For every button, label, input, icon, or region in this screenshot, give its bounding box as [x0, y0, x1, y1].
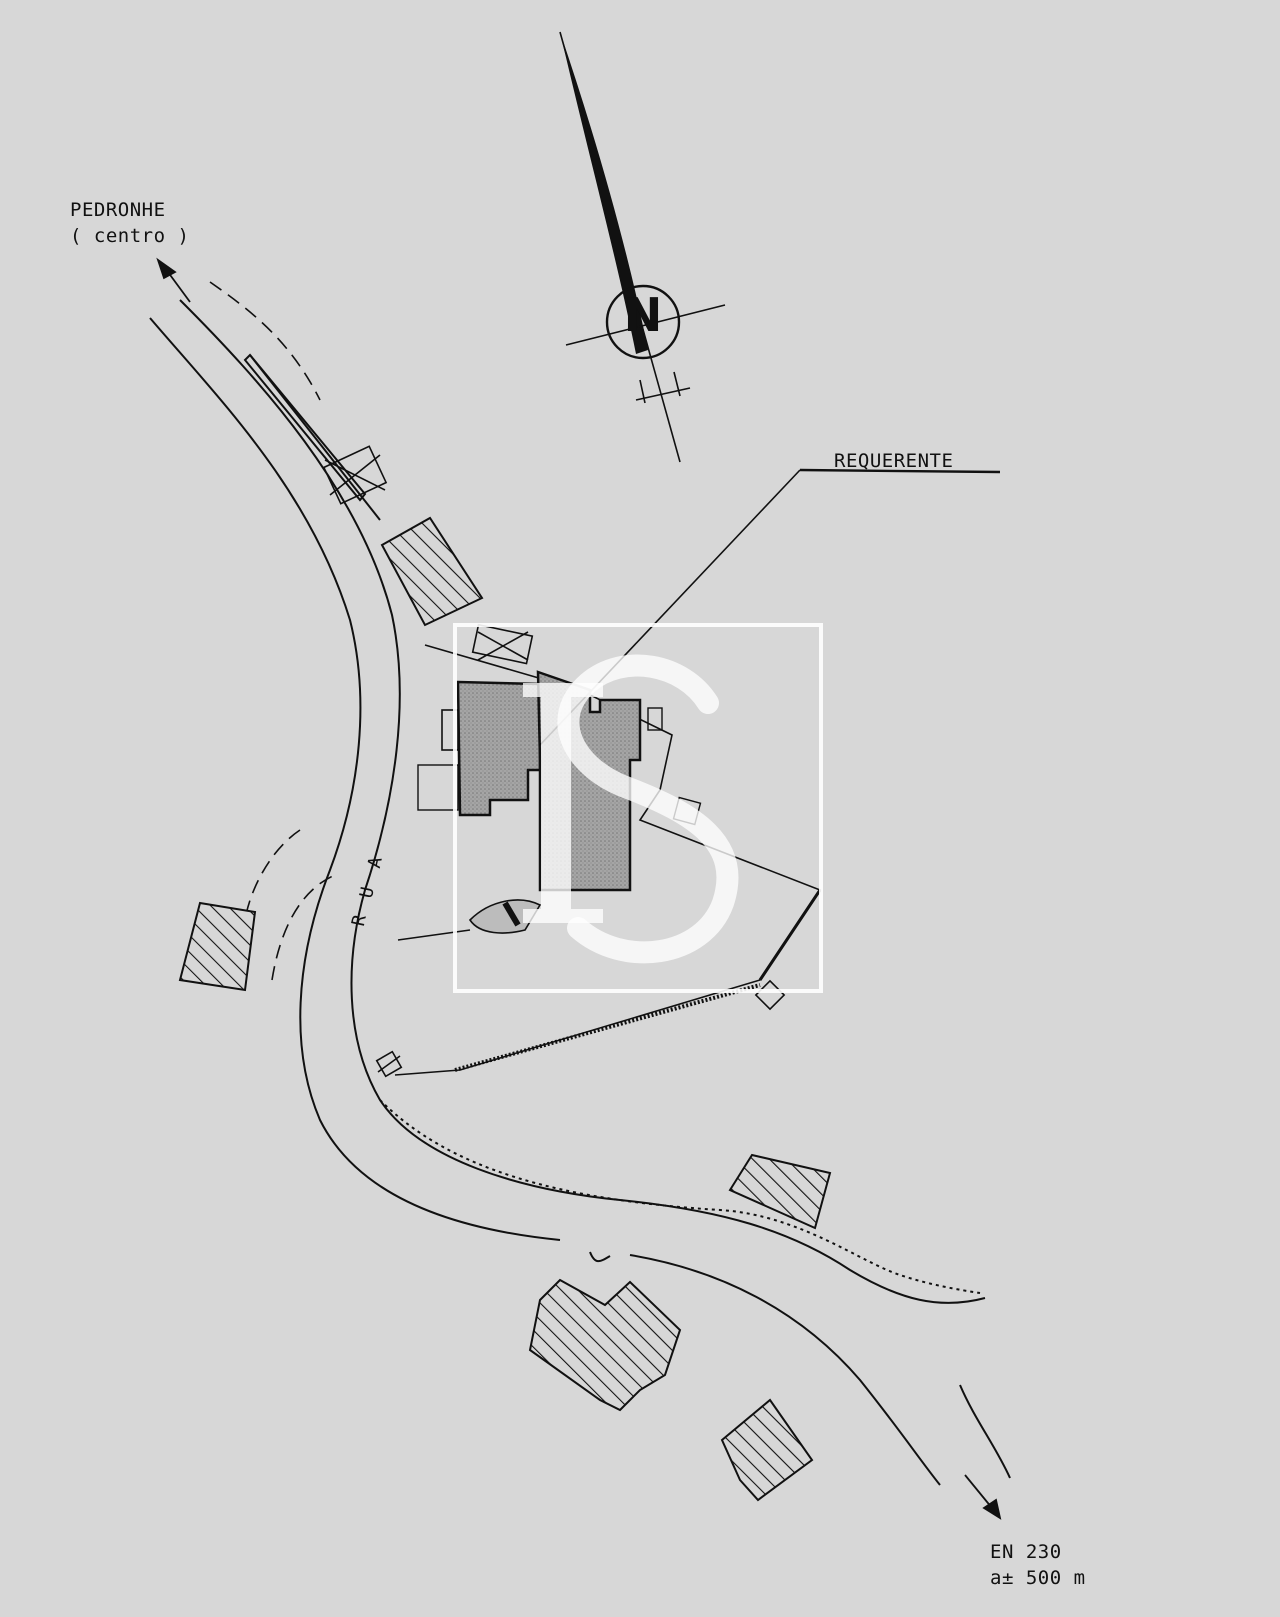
- road-south-inner: [959, 1384, 1011, 1479]
- building-south: [528, 1278, 682, 1412]
- neighbouring-buildings: [178, 516, 832, 1502]
- north-arrow-icon: [559, 31, 726, 463]
- road-east-lower-edge: [379, 1099, 981, 1294]
- distance-label: a± 500 m: [990, 1567, 1086, 1589]
- building-north: [380, 516, 484, 627]
- access-lane: [243, 353, 381, 521]
- road-east-edge: [179, 299, 986, 1304]
- direction-arrows: [156, 257, 1002, 1520]
- road-west-edge: [149, 317, 561, 1241]
- road-rua: [149, 299, 1011, 1486]
- en230-label: EN 230: [990, 1541, 1062, 1563]
- pedronhe-label: PEDRONHE: [70, 199, 166, 221]
- arrowhead-south-east-icon: [982, 1498, 1002, 1520]
- arrowhead-north-west-icon: [156, 257, 177, 280]
- road-stub: [589, 1251, 611, 1263]
- north-label: N: [623, 288, 663, 342]
- arrow-to-en230: [964, 1474, 993, 1509]
- building-east: [728, 1153, 832, 1230]
- requerente-house: [417, 670, 786, 1011]
- road-south-edge: [629, 1254, 941, 1486]
- building-west: [178, 901, 257, 992]
- dashed-paths: [209, 281, 336, 981]
- building-southeast: [720, 1398, 814, 1502]
- requerente-label: REQUERENTE: [834, 450, 954, 472]
- centro-label: ( centro ): [70, 225, 190, 247]
